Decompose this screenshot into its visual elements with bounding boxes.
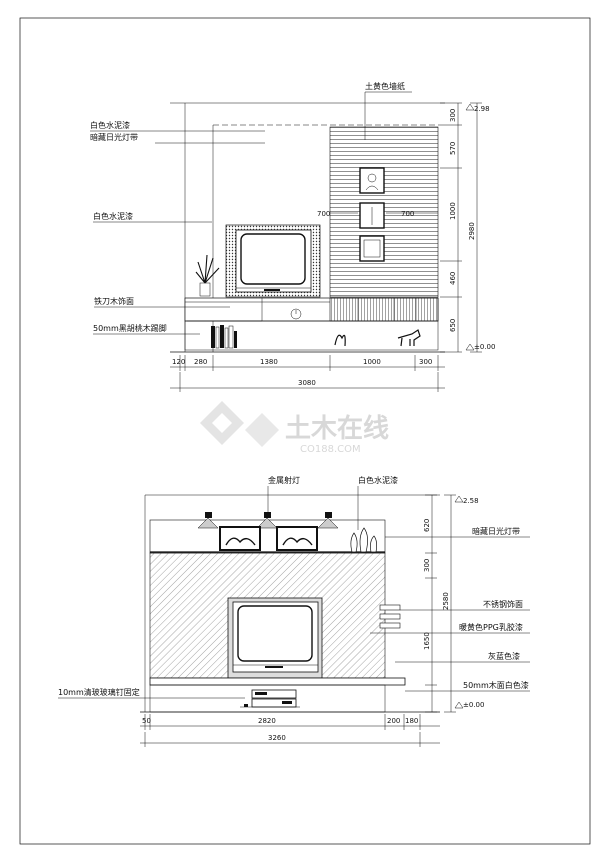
label-glass-nail: 10mm清玻玻璃钉固定: [58, 687, 140, 697]
dim-h-620: 620: [423, 519, 431, 532]
dim-w-300: 300: [419, 358, 432, 366]
level-top: 2.58: [463, 497, 479, 505]
watermark-url: CO188.COM: [300, 444, 361, 455]
level-floor: ±0.00: [474, 343, 495, 351]
lower-shelf: [184, 320, 439, 351]
label-iron-knife-wood: 铁刀木饰面: [94, 296, 134, 306]
spotlights: [197, 512, 339, 529]
dim-h-650: 650: [449, 319, 457, 332]
label-yellow-latex: 暖黄色PPG乳胶漆: [459, 622, 523, 632]
label-white-cement: 白色水泥漆: [358, 475, 398, 485]
dim-w-180: 180: [405, 717, 418, 725]
dim-total-height: 2580: [442, 592, 450, 610]
shelf-dim-right: 700: [401, 210, 414, 218]
watermark-logo-icon: [200, 401, 279, 447]
clock-icon: [290, 308, 302, 320]
painting-right: [276, 526, 318, 551]
dim-w-200: 200: [387, 717, 400, 725]
label-hidden-lamp-1: 暗藏日光灯带: [90, 132, 138, 142]
dim-w-1380: 1380: [260, 358, 278, 366]
dim-w-2820: 2820: [258, 717, 276, 725]
wood-top-shelf: [149, 677, 406, 686]
lower-cabinet: [149, 684, 386, 713]
dim-h-1000: 1000: [449, 202, 457, 220]
dim-h-300: 300: [423, 559, 431, 572]
label-hidden-lamp: 暗藏日光灯带: [472, 526, 520, 536]
label-metal-spotlight: 金属射灯: [268, 475, 300, 485]
dim-w-1000: 1000: [363, 358, 381, 366]
sculpture-icon: [334, 334, 346, 347]
watermark-brand: 土木在线: [285, 414, 389, 444]
dim-h-300: 300: [449, 109, 457, 122]
label-white-wood-top: 50mm木面白色漆: [463, 680, 529, 690]
dim-w-280: 280: [194, 358, 207, 366]
elevation-top: 700 700: [90, 81, 495, 392]
elevation-bottom: 金属射灯 白色水泥漆 暗藏日光灯带 不锈钢饰面 暖黄色PPG乳胶漆 灰蓝色漆 5…: [58, 475, 530, 747]
top-width-dimensions: 120 280 1380 1000 300 3080: [170, 355, 445, 392]
label-grey-blue-paint: 灰蓝色漆: [488, 651, 520, 661]
bottom-width-dimensions: 50 2820 200 180 3260: [140, 714, 440, 747]
dim-w-120: 120: [172, 358, 185, 366]
level-floor: ±0.00: [463, 701, 484, 709]
dim-total-width: 3080: [298, 379, 316, 387]
frame-1: [359, 167, 385, 194]
watermark: 土木在线 CO188.COM: [200, 401, 389, 455]
dvd-player-icon: [251, 689, 297, 699]
shelf-dim-left: 700: [317, 210, 330, 218]
spotlight-icon: [197, 512, 219, 529]
dim-h-570: 570: [449, 142, 457, 155]
plant-icon: [195, 254, 220, 297]
vases-icon: [350, 527, 378, 553]
cabinet-doors: [329, 297, 439, 322]
dim-total-width: 3260: [268, 734, 286, 742]
dim-w-50: 50: [142, 717, 151, 725]
dim-h-1650: 1650: [423, 632, 431, 650]
label-white-cement-2: 白色水泥漆: [93, 211, 133, 221]
bottom-height-dimensions: 620 300 1650 2580 2.58 ±0.00: [423, 494, 484, 713]
spotlight-icon: [256, 512, 278, 529]
books-icon: [211, 325, 237, 349]
dim-total-height: 2980: [468, 222, 476, 240]
spotlight-icon: [317, 512, 339, 529]
painting-left: [219, 526, 261, 551]
dim-h-460: 460: [449, 272, 457, 285]
tv-screen: [237, 605, 313, 662]
level-top: 2.98: [474, 105, 490, 113]
tv-screen: [240, 233, 306, 285]
paintings: [219, 526, 318, 551]
label-wallpaper: 土黄色墙纸: [365, 81, 405, 91]
sheet-border: [19, 17, 591, 845]
stainless-trims: [379, 604, 401, 629]
animal-figurine-icon: [397, 329, 421, 347]
label-walnut-skirting: 50mm黑胡桃木踢脚: [93, 323, 167, 333]
top-height-dimensions: 300 570 1000 460 650 2980 2.98 ±0.00: [440, 102, 495, 353]
label-stainless-trim: 不锈钢饰面: [483, 599, 523, 609]
label-white-cement-1: 白色水泥漆: [90, 120, 130, 130]
picture-frames: [359, 167, 385, 262]
